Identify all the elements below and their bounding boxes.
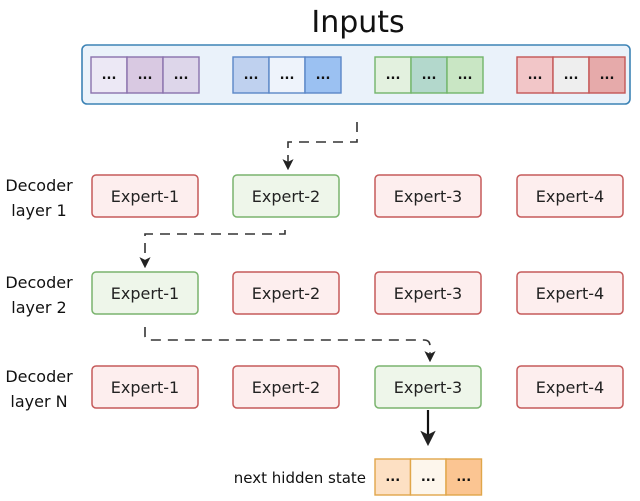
input-token-cell: [232, 56, 270, 94]
expert-box-active: Expert-1: [91, 271, 199, 315]
input-group: .........: [232, 56, 342, 94]
input-token-cell: [304, 56, 342, 94]
next-hidden-state: next hidden state .........: [234, 458, 483, 496]
expert-label: Expert-1: [111, 378, 179, 397]
input-token-text: ...: [458, 68, 473, 83]
expert-box: Expert-3: [374, 174, 482, 218]
expert-box: Expert-1: [91, 365, 199, 409]
input-token-text: ...: [564, 68, 579, 83]
decoder-layer-label: Decoder: [5, 273, 73, 292]
expert-label: Expert-1: [111, 284, 179, 303]
expert-box-border: [374, 271, 482, 315]
expert-box-border: [374, 174, 482, 218]
input-token-cell: [90, 56, 128, 94]
decoder-layer-row: Decoder layer N Expert-1 Expert-2 Expert-3 Ex…: [5, 365, 624, 411]
expert-box: Expert-4: [516, 271, 624, 315]
expert-label: Expert-4: [536, 187, 604, 206]
input-token-text: ...: [600, 68, 615, 83]
expert-box-border: [232, 174, 340, 218]
input-token-cell: [588, 56, 626, 94]
expert-box: Expert-2: [232, 271, 340, 315]
input-token-cell: [268, 56, 306, 94]
expert-label: Expert-3: [394, 378, 462, 397]
expert-box: Expert-2: [232, 365, 340, 409]
input-token-text: ...: [386, 68, 401, 83]
input-token-text: ...: [422, 68, 437, 83]
expert-box-border: [516, 365, 624, 409]
input-token-text: ...: [280, 68, 295, 83]
inputs-container: ....................................: [81, 44, 631, 105]
expert-box-border: [516, 174, 624, 218]
expert-label: Expert-4: [536, 284, 604, 303]
expert-label: Expert-2: [252, 187, 320, 206]
output-token-text: ...: [456, 470, 471, 485]
expert-box: Expert-3: [374, 271, 482, 315]
input-token-cell: [446, 56, 484, 94]
decoder-layer-sublabel: layer 2: [11, 298, 66, 317]
output-token-text: ...: [385, 470, 400, 485]
expert-box: Expert-4: [516, 365, 624, 409]
expert-box-active: Expert-3: [374, 365, 482, 409]
expert-box: Expert-1: [91, 174, 199, 218]
decoder-layer-label: Decoder: [5, 367, 73, 386]
route-arrow-layer1-to-layer2: [139, 230, 286, 269]
decoder-layer-sublabel: layer 1: [11, 201, 66, 220]
input-token-text: ...: [528, 68, 543, 83]
decoder-layer-sublabel: layer N: [10, 392, 67, 411]
decoder-layer-row: Decoder layer 1 Expert-1 Expert-2 Expert-3 Ex…: [5, 174, 624, 220]
expert-box-border: [374, 365, 482, 409]
expert-box-border: [516, 271, 624, 315]
expert-label: Expert-4: [536, 378, 604, 397]
input-token-text: ...: [244, 68, 259, 83]
input-group: .........: [90, 56, 200, 94]
expert-label: Expert-2: [252, 378, 320, 397]
expert-box-active: Expert-2: [232, 174, 340, 218]
route-arrow-layer2-to-layerN: [144, 327, 436, 363]
decoder-layer-label: Decoder: [5, 176, 73, 195]
input-token-text: ...: [316, 68, 331, 83]
input-token-cell: [162, 56, 200, 94]
output-token-cell: [445, 458, 483, 496]
expert-label: Expert-3: [394, 187, 462, 206]
input-token-text: ...: [174, 68, 189, 83]
expert-box-border: [232, 271, 340, 315]
expert-label: Expert-2: [252, 284, 320, 303]
input-group: .........: [516, 56, 626, 94]
expert-box-border: [91, 271, 199, 315]
expert-box-border: [232, 365, 340, 409]
input-token-text: ...: [138, 68, 153, 83]
next-hidden-state-label: next hidden state: [234, 469, 366, 487]
output-token-text: ...: [421, 470, 436, 485]
inputs-title: Inputs: [311, 5, 404, 40]
input-token-cell: [552, 56, 590, 94]
route-arrow-inputs-to-layer1: [282, 122, 358, 171]
expert-box-border: [91, 174, 199, 218]
output-token-cell: [409, 458, 447, 496]
input-token-cell: [516, 56, 554, 94]
input-token-text: ...: [102, 68, 117, 83]
expert-label: Expert-1: [111, 187, 179, 206]
expert-box: Expert-4: [516, 174, 624, 218]
decoder-layer-row: Decoder layer 2 Expert-1 Expert-2 Expert-3 Ex…: [5, 271, 624, 317]
input-token-cell: [126, 56, 164, 94]
input-group: .........: [374, 56, 484, 94]
routing-arrows: [139, 122, 436, 447]
input-token-cell: [410, 56, 448, 94]
expert-box-border: [91, 365, 199, 409]
expert-label: Expert-3: [394, 284, 462, 303]
